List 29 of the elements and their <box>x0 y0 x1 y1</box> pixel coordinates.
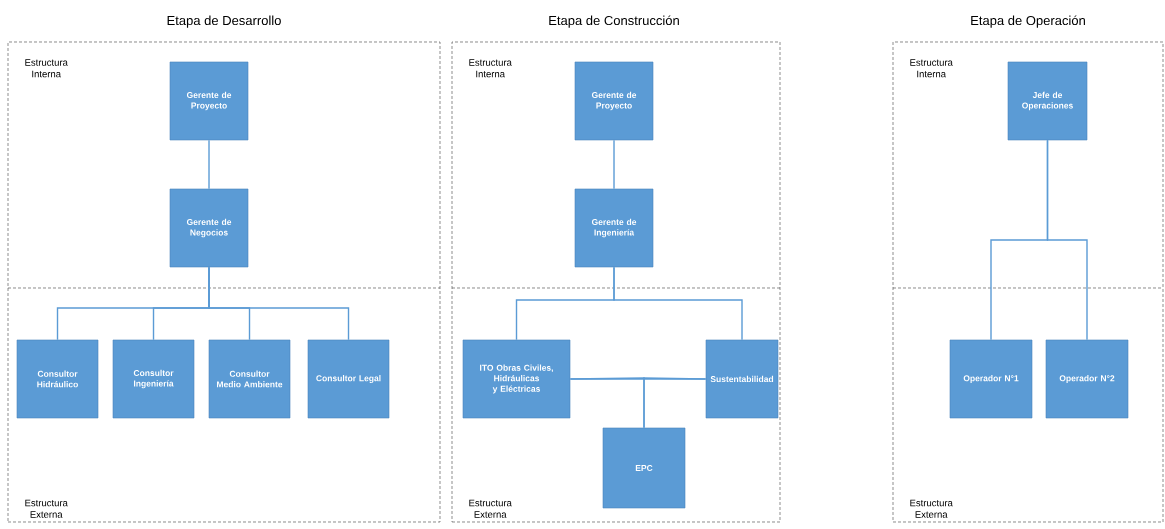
role-box: Gerente de Proyecto <box>169 61 249 141</box>
section-label: Estructura Externa <box>25 499 68 518</box>
connector-line <box>613 139 615 190</box>
role-box: Consultor Hidráulico <box>16 339 99 419</box>
role-box: ITO Obras Civiles, Hidráulicas y Eléctricas <box>462 339 571 419</box>
role-box: Gerente de Negocios <box>169 188 249 268</box>
role-box: Consultor Legal <box>307 339 390 419</box>
section-label: Estructura Interna <box>910 59 953 78</box>
panel-heading: Etapa de Operación <box>971 15 1085 28</box>
connector-line <box>208 139 210 190</box>
role-box: Operador N°1 <box>949 339 1033 419</box>
section-label: Estructura Interna <box>25 59 68 78</box>
connector-line <box>208 266 350 341</box>
panel-heading: Etapa de Construcción <box>549 15 679 28</box>
section-label: Estructura Interna <box>469 59 512 78</box>
role-box: Consultor Medio Ambiente <box>208 339 291 419</box>
connector-line <box>613 266 743 341</box>
role-box: Consultor Ingeniería <box>112 339 195 419</box>
panel-heading: Etapa de Desarrollo <box>167 15 281 28</box>
section-label: Estructura Externa <box>469 499 512 518</box>
role-box: Gerente de Ingeniería <box>574 188 654 268</box>
section-label: Estructura Externa <box>910 499 953 518</box>
connector-line <box>1046 139 1088 341</box>
role-box: Sustentabilidad <box>705 339 779 419</box>
role-box: Jefe de Operaciones <box>1007 61 1088 141</box>
connector-line <box>643 377 707 429</box>
role-box: Gerente de Proyecto <box>574 61 654 141</box>
role-box: EPC <box>602 427 686 509</box>
role-box: Operador N°2 <box>1045 339 1129 419</box>
